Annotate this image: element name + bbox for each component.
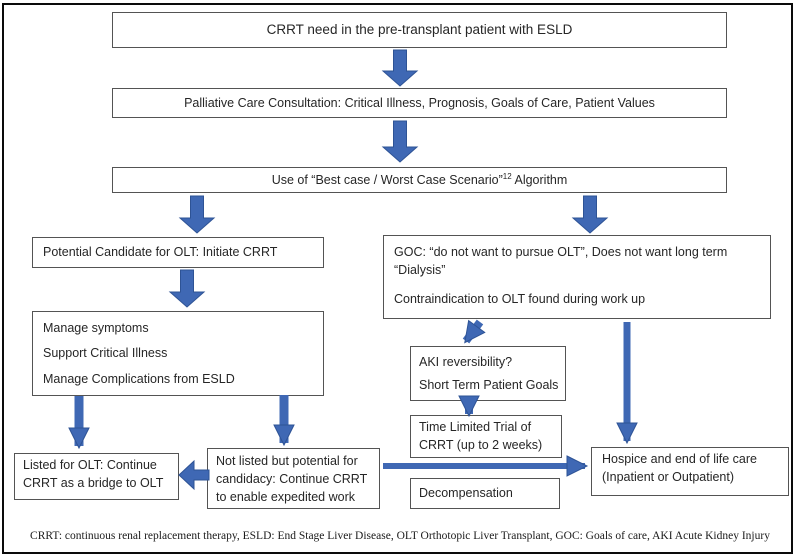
manage-line-2: Support Critical Illness <box>43 346 168 361</box>
node-decompensation: Decompensation <box>410 478 560 509</box>
node-potential-candidate-label: Potential Candidate for OLT: Initiate CR… <box>43 245 278 260</box>
citation-superscript: 12 <box>502 171 512 181</box>
node-listed-for-olt-label: Listed for OLT: Continue CRRT as a bridg… <box>23 458 164 491</box>
node-not-listed: Not listed but potential for candidacy: … <box>207 448 380 509</box>
node-goc: GOC: “do not want to pursue OLT”, Does n… <box>383 235 771 319</box>
node-palliative-care: Palliative Care Consultation: Critical I… <box>112 88 727 118</box>
node-potential-candidate: Potential Candidate for OLT: Initiate CR… <box>32 237 324 268</box>
node-listed-for-olt: Listed for OLT: Continue CRRT as a bridg… <box>14 453 179 500</box>
aki-line-1: AKI reversibility? <box>419 354 513 369</box>
node-time-limited-trial-label: Time Limited Trial of CRRT (up to 2 week… <box>419 420 543 453</box>
abbreviations-caption: CRRT: continuous renal replacement thera… <box>30 530 770 542</box>
node-crrt-need-label: CRRT need in the pre-transplant patient … <box>266 22 573 38</box>
node-aki-reversibility: AKI reversibility? Short Term Patient Go… <box>410 346 566 401</box>
best-worst-suffix: Algorithm <box>511 172 568 187</box>
node-time-limited-trial: Time Limited Trial of CRRT (up to 2 week… <box>410 415 562 458</box>
goc-paragraph-2: Contraindication to OLT found during wor… <box>394 292 646 307</box>
node-best-worst-scenario: Use of “Best case / Worst Case Scenario”… <box>112 167 727 193</box>
manage-line-3: Manage Complications from ESLD <box>43 371 235 386</box>
goc-paragraph-1: GOC: “do not want to pursue OLT”, Does n… <box>394 245 728 278</box>
node-palliative-care-label: Palliative Care Consultation: Critical I… <box>184 95 655 110</box>
aki-line-2: Short Term Patient Goals <box>419 378 559 393</box>
node-manage-symptoms: Manage symptoms Support Critical Illness… <box>32 311 324 396</box>
figure-border <box>2 3 793 554</box>
node-crrt-need: CRRT need in the pre-transplant patient … <box>112 12 727 48</box>
node-decompensation-label: Decompensation <box>419 486 513 501</box>
manage-line-1: Manage symptoms <box>43 321 149 336</box>
node-hospice-label: Hospice and end of life care (Inpatient … <box>602 452 757 485</box>
node-best-worst-scenario-label: Use of “Best case / Worst Case Scenario”… <box>272 171 568 189</box>
best-worst-text: Use of “Best case / Worst Case Scenario” <box>271 172 503 187</box>
node-not-listed-label: Not listed but potential for candidacy: … <box>216 454 368 505</box>
node-hospice: Hospice and end of life care (Inpatient … <box>591 447 789 496</box>
